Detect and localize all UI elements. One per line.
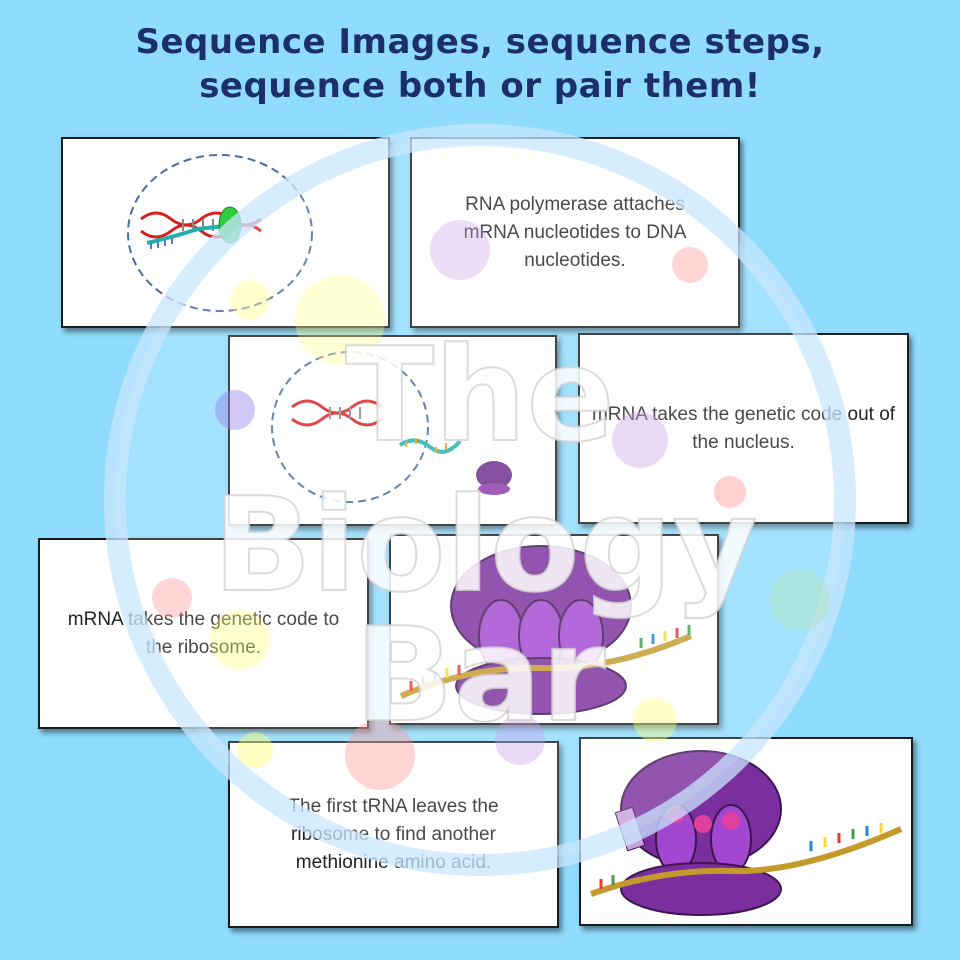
card-step-4[interactable]: The first tRNA leaves the ribosome to fi…	[228, 741, 559, 928]
card-mrna-export-image[interactable]	[228, 335, 557, 526]
title-line-2: sequence both or pair them!	[199, 66, 761, 106]
step-4-text: The first tRNA leaves the ribosome to fi…	[288, 795, 499, 873]
mrna-export-illustration	[271, 351, 512, 503]
card-step-1[interactable]: RNA polymerase attaches mRNA nucleotides…	[410, 137, 740, 328]
card-step-2[interactable]: mRNA takes the genetic code out of the n…	[578, 333, 909, 524]
page-title: Sequence Images, sequence steps, sequenc…	[0, 20, 960, 108]
card-ribosome-image[interactable]	[389, 534, 719, 725]
card-step-3[interactable]: mRNA takes the genetic code to the ribos…	[38, 538, 369, 729]
card-trna-image[interactable]	[579, 737, 913, 926]
step-1-text: RNA polymerase attaches mRNA nucleotides…	[463, 193, 687, 271]
trna-illustration	[589, 750, 903, 916]
ribosome-illustration	[399, 545, 693, 715]
card-transcription-image[interactable]	[61, 137, 390, 328]
transcription-illustration	[127, 154, 313, 312]
step-3-text: mRNA takes the genetic code to the ribos…	[67, 608, 340, 658]
step-2-text: mRNA takes the genetic code out of the n…	[591, 403, 896, 453]
rna-polymerase	[218, 206, 242, 244]
title-line-1: Sequence Images, sequence steps,	[135, 22, 825, 62]
